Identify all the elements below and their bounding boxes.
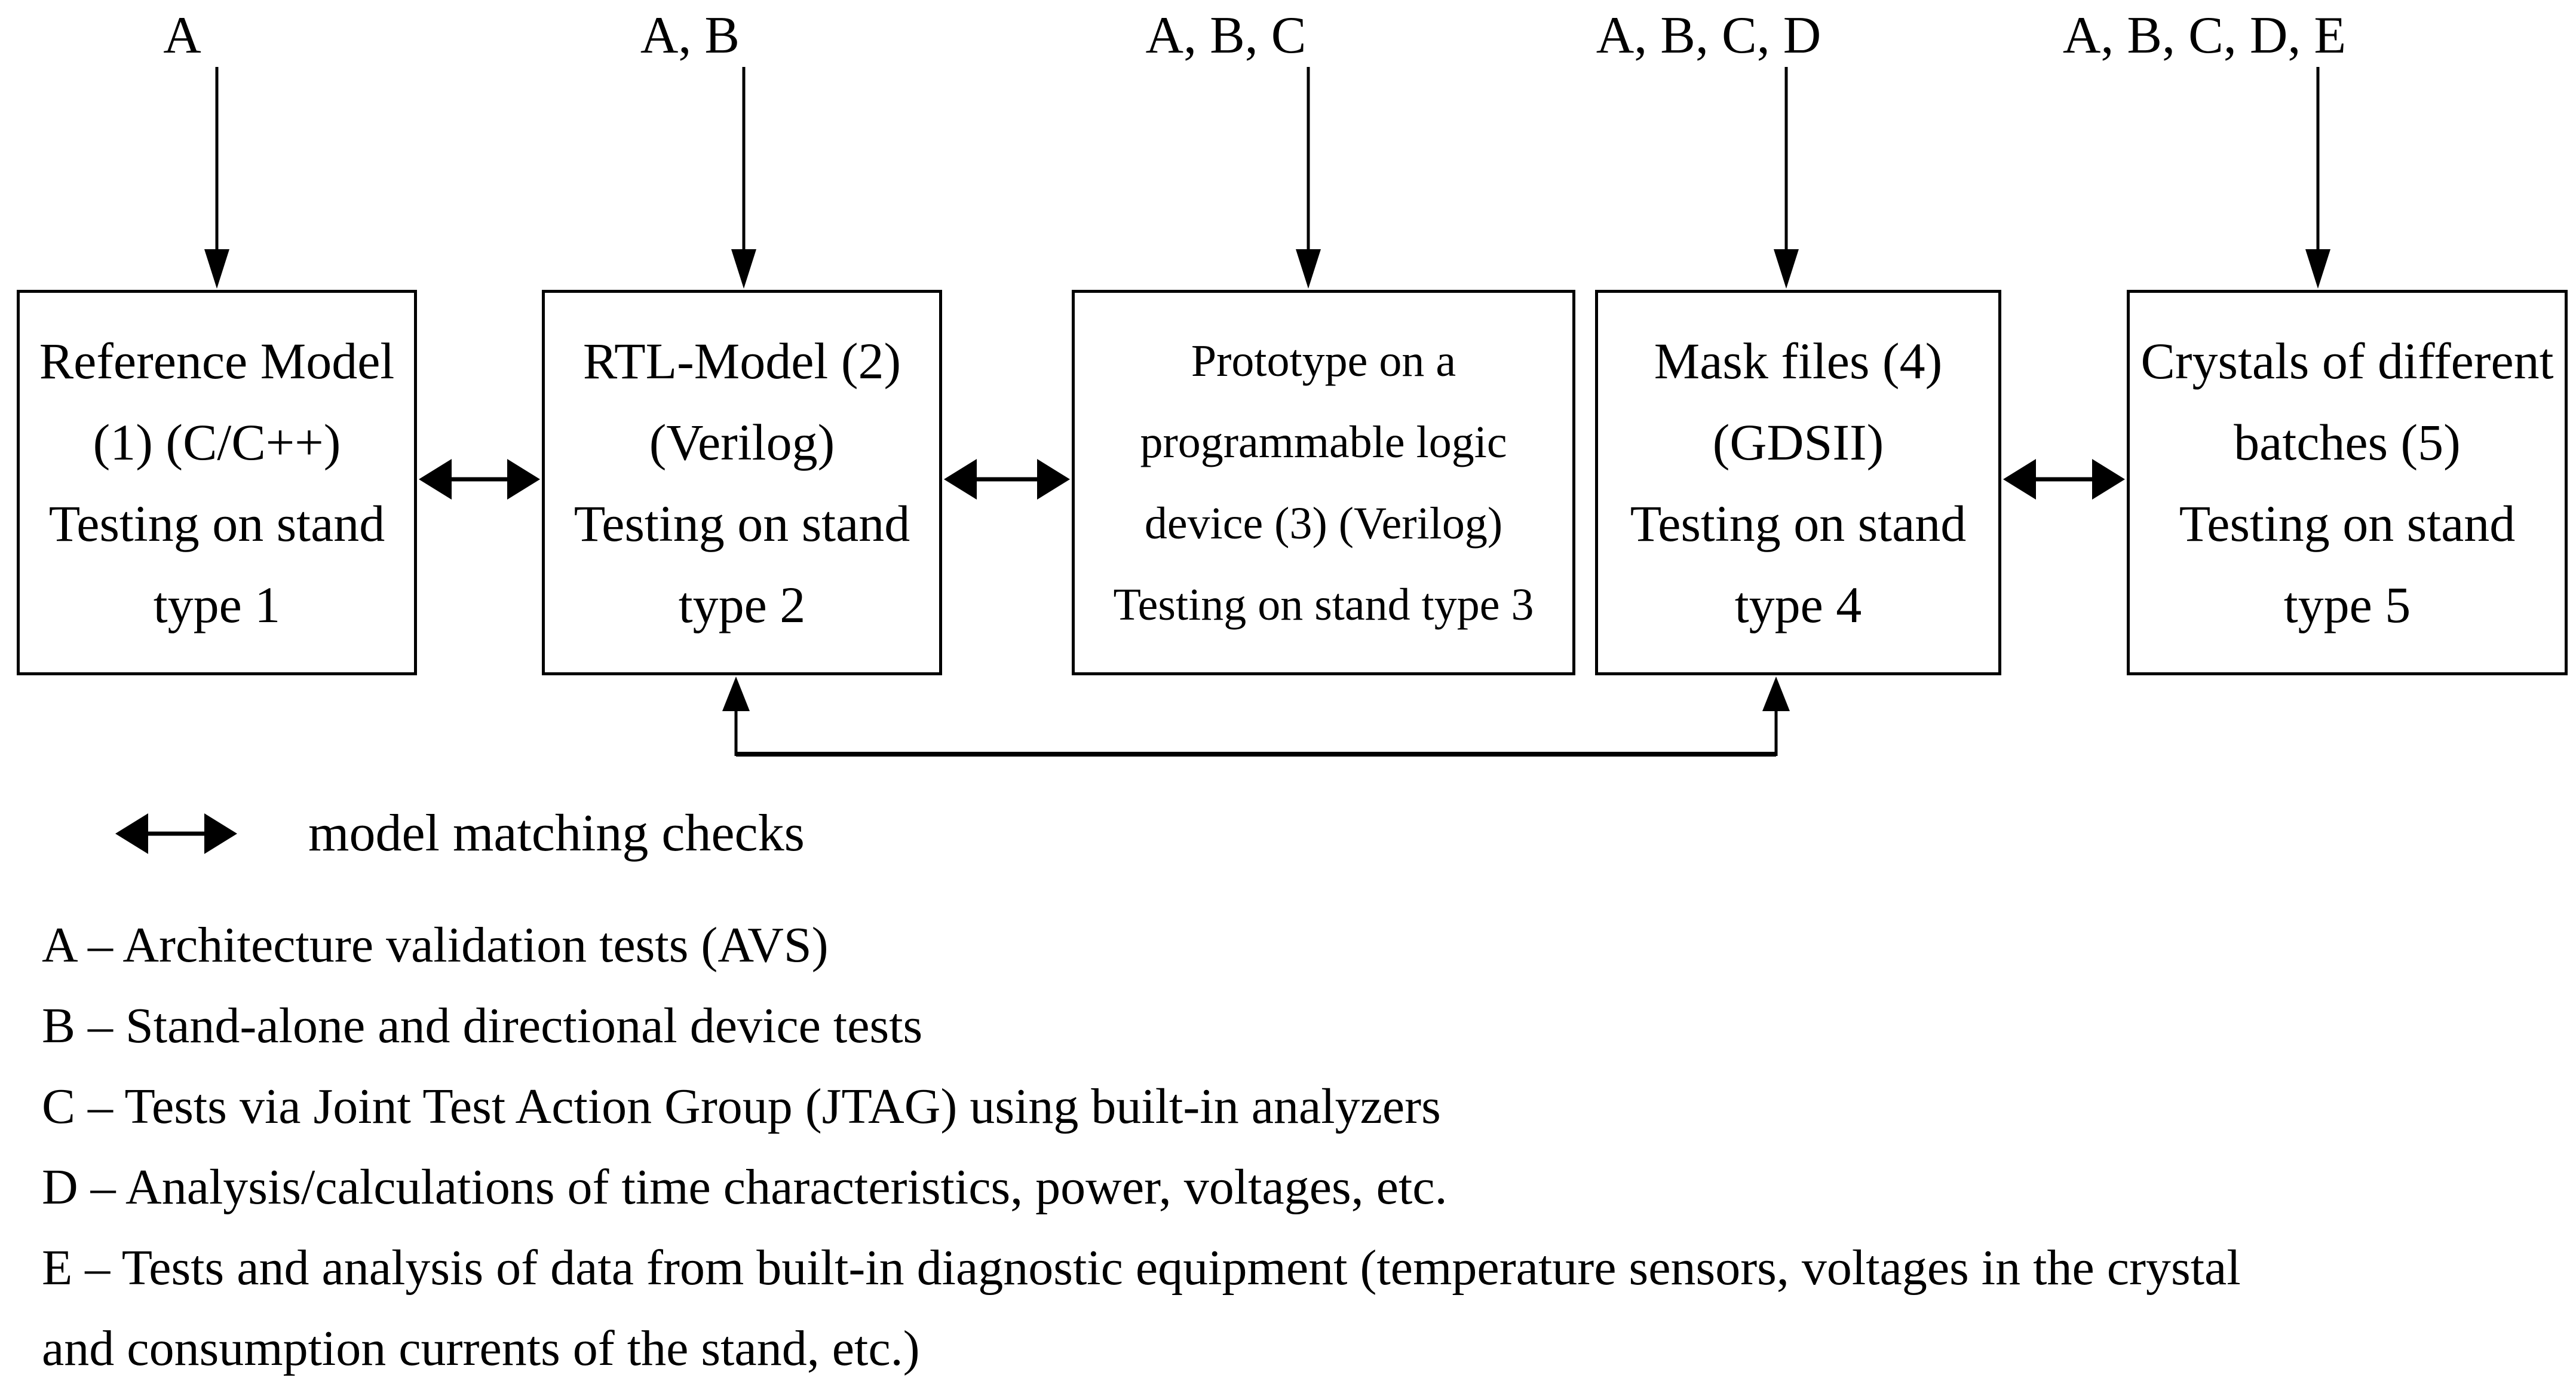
stage-5-box: Crystals of different batches (5) Testin… [2127,290,2568,675]
stage-3-box-line: Prototype on a [1191,335,1456,386]
definition-line-c: C – Tests via Joint Test Action Group (J… [42,1079,1441,1134]
model-matching-arrow-icon-1-2 [419,459,540,500]
stage-3-down-arrow-icon [1296,67,1321,289]
stage-1-box-line: Reference Model [39,332,395,390]
stage-4-box-line: (GDSII) [1712,413,1884,471]
stage-3-box-line: programmable logic [1140,417,1507,467]
stage-5-tests-label: A, B, C, D, E [2062,7,2347,65]
stage-2-box-line: (Verilog) [649,413,835,471]
stage-1-box-line: type 1 [153,575,281,633]
definition-line-e: E – Tests and analysis of data from buil… [42,1240,2241,1296]
stage-4-down-arrow-icon [1774,67,1799,289]
stage-5-box-line: type 5 [2283,575,2411,633]
stage-2-box-line: RTL-Model (2) [582,332,901,390]
definition-line-e-2: and consumption currents of the stand, e… [42,1321,920,1376]
feedback-arrow-icon [722,676,1790,757]
stage-1-tests-label: A [163,7,201,65]
stage-1-box-line: Testing on stand [48,494,385,552]
stage-4-box-line: Testing on stand [1630,494,1967,552]
stage-1-box: Reference Model (1) (C/C++) Testing on s… [17,290,417,675]
stage-4-box-line: type 4 [1734,575,1862,633]
model-matching-arrow-icon-2-3 [944,459,1070,500]
stage-3-box-line: device (3) (Verilog) [1144,498,1503,549]
stage-3-box: Prototype on a programmable logic device… [1072,290,1575,675]
definition-line-b: B – Stand-alone and directional device t… [42,998,923,1054]
definition-line-d: D – Analysis/calculations of time charac… [42,1159,1448,1215]
stage-2-down-arrow-icon [731,67,756,289]
definitions-block: A – Architecture validation tests (AVS) … [42,905,2563,1389]
stage-3-box-line: Testing on stand type 3 [1113,579,1534,630]
definition-line-a: A – Architecture validation tests (AVS) [42,917,829,973]
stage-2-box-line: Testing on stand [574,494,910,552]
stage-2-box-line: type 2 [678,575,806,633]
stage-5-box-line: Testing on stand [2179,494,2516,552]
stage-4-tests-label: A, B, C, D [1596,7,1821,65]
stage-3-tests-label: A, B, C [1145,7,1307,65]
model-matching-arrow-icon-4-5 [2003,459,2125,500]
stage-1-box-line: (1) (C/C++) [93,413,341,471]
stage-5-box-line: Crystals of different [2140,332,2554,390]
stage-4-box: Mask files (4) (GDSII) Testing on stand … [1595,290,2001,675]
stage-4-box-line: Mask files (4) [1654,332,1943,390]
stage-2-tests-label: A, B [640,7,740,65]
legend-double-arrow-icon [115,813,237,854]
stage-5-box-line: batches (5) [2234,413,2461,471]
stage-1-down-arrow-icon [204,67,229,289]
stage-5-down-arrow-icon [2305,67,2330,289]
stage-2-box: RTL-Model (2) (Verilog) Testing on stand… [542,290,942,675]
legend-label: model matching checks [308,804,805,862]
